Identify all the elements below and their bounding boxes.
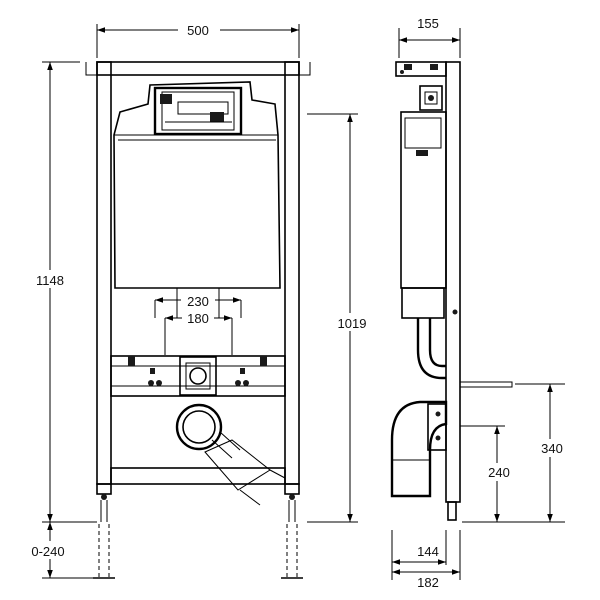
dim-flush-width-inner: 180 [187, 311, 209, 326]
dim-supply-height: 340 [541, 441, 563, 456]
actuator-area [154, 287, 242, 355]
mounting-bracket [110, 355, 286, 397]
dim-drain-height: 240 [488, 465, 510, 480]
dim-cistern-height: 1019 [338, 316, 367, 331]
dim-side-depth: 155 [417, 16, 439, 31]
dim-flush-width-outer: 230 [187, 294, 209, 309]
left-upright [96, 61, 112, 485]
dim-side-depth-min: 144 [417, 544, 439, 559]
dimensions: 500 1148 0-240 1019 230 180 155 [20, 16, 569, 590]
side-frame-post [445, 61, 461, 503]
dim-side-depth-max: 182 [417, 575, 439, 590]
drain-bend [175, 403, 286, 506]
dim-foot-adjust: 0-240 [31, 544, 64, 559]
side-view [390, 61, 513, 521]
dim-frame-width: 500 [187, 23, 209, 38]
adjustable-feet [93, 483, 303, 579]
dim-frame-height: 1148 [36, 273, 64, 288]
top-rail [96, 61, 300, 76]
right-upright [284, 61, 300, 485]
cistern [113, 81, 281, 289]
bottom-rail [110, 467, 286, 485]
front-view [85, 61, 311, 579]
